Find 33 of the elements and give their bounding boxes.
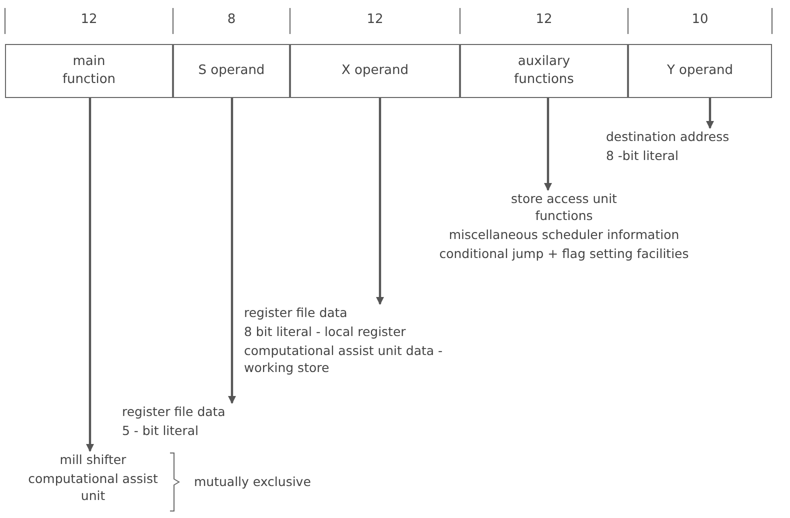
- field-description: 8 -bit literal: [606, 147, 680, 164]
- field-description: mill shifter: [58, 451, 128, 468]
- field-name: S operand: [198, 62, 265, 80]
- arrow: [228, 98, 236, 404]
- bit-width: 8: [226, 12, 237, 27]
- bit-width: 12: [534, 12, 554, 27]
- instruction-field: [460, 44, 628, 98]
- arrow: [706, 98, 714, 129]
- note: mutually exclusive: [194, 473, 311, 490]
- instruction-field: [173, 44, 290, 98]
- field-description: destination address: [606, 128, 730, 145]
- field-description: conditional jump + flag setting facilities: [438, 245, 690, 262]
- bit-width: 12: [366, 12, 384, 27]
- field-description: 5 - bit literal: [122, 422, 200, 439]
- field-description: register file data: [122, 403, 226, 420]
- field-description: register file data: [244, 304, 348, 321]
- field-name: X operand: [341, 62, 409, 80]
- field-description: miscellaneous scheduler information: [448, 226, 680, 243]
- instruction-field: [628, 44, 772, 98]
- field-name: auxilary functions: [513, 53, 575, 89]
- field-description: computational assist unit: [27, 470, 159, 504]
- bit-width: 10: [690, 12, 710, 27]
- arrow: [376, 98, 384, 305]
- instruction-field: [5, 44, 173, 98]
- field-description: computational assist unit data - working store: [244, 342, 444, 376]
- field-name: Y operand: [666, 62, 734, 80]
- field-name: main function: [61, 53, 117, 89]
- arrow: [86, 98, 94, 452]
- bit-width: 12: [80, 12, 98, 27]
- instruction-field: [290, 44, 460, 98]
- arrow: [544, 98, 552, 191]
- field-description: 8 bit literal - local register: [244, 323, 407, 340]
- field-description: store access unit functions: [510, 190, 618, 224]
